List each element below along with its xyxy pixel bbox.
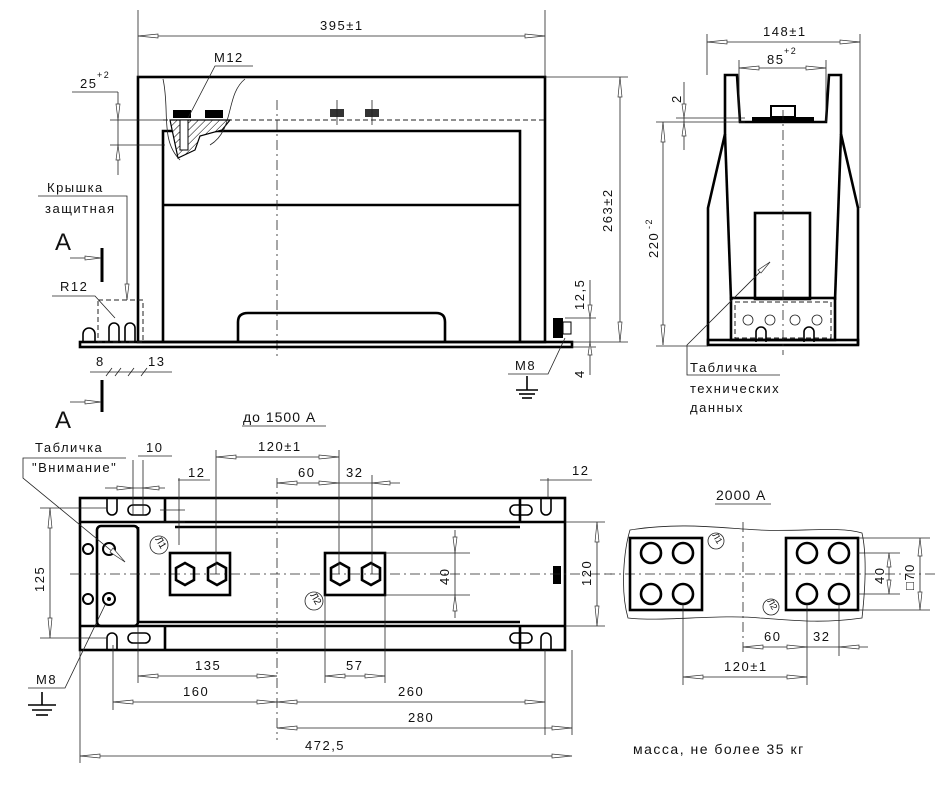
- ground-icon-plan: [28, 692, 56, 716]
- detail-2000a: 2000 А Л1 Л2 40 □70 60 32 1: [605, 487, 935, 685]
- dim-32: 32: [346, 465, 363, 480]
- cover-label-1: Крышка: [47, 180, 104, 195]
- dim-10: 10: [146, 440, 163, 455]
- inner-window: [161, 129, 522, 342]
- terminal-block-2000-l1: [628, 536, 704, 612]
- dim-220-tol: -2: [644, 218, 654, 229]
- tech-plate-label-2: технических: [690, 381, 780, 396]
- dim-2000-32: 32: [813, 629, 830, 644]
- side-view: 148±1 85 +2 2 220 -2 Табличка технически…: [644, 24, 861, 415]
- dim-40: 40: [437, 568, 452, 585]
- dim-12-right: 12: [572, 463, 589, 478]
- label-ground-m8: M8: [515, 358, 536, 373]
- bolt-m12: [162, 78, 379, 161]
- dim-4: 4: [572, 369, 587, 378]
- section-mark-a-bottom: A: [55, 407, 71, 434]
- dim-25-tol: +2: [97, 70, 110, 80]
- ground-terminal-plan: [553, 566, 561, 584]
- dim-12-5: 12,5: [572, 279, 587, 310]
- dim-height-263: 263±2: [600, 188, 615, 232]
- dim-width-148: 148±1: [763, 24, 807, 39]
- ground-terminal: [553, 318, 563, 338]
- section-mark-a-top: A: [55, 229, 71, 256]
- nameplate-box: [753, 211, 812, 301]
- dim-160: 160: [183, 684, 209, 699]
- ground-icon: [516, 376, 538, 399]
- dim-25: 25: [80, 76, 97, 91]
- slot-holes: [82, 322, 136, 342]
- label-ground-m8-plan: M8: [36, 672, 57, 687]
- dim-85: 85: [767, 52, 784, 67]
- dim-60: 60: [298, 465, 315, 480]
- dim-2000-60: 60: [764, 629, 781, 644]
- dim-12-left: 12: [188, 465, 205, 480]
- base-plate: [78, 340, 574, 349]
- tech-plate-label-1: Табличка: [690, 360, 758, 375]
- terminal-2000-l1-label: Л1: [710, 531, 724, 545]
- dim-2: 2: [669, 94, 684, 103]
- dim-280: 280: [408, 710, 434, 725]
- terminal-block-l2: [323, 551, 387, 597]
- label-r12: R12: [60, 279, 88, 294]
- bottom-bump: [236, 311, 447, 342]
- dim-13: 13: [148, 354, 165, 369]
- dim-125: 125: [32, 566, 47, 592]
- dim-2000-40: 40: [872, 567, 887, 584]
- terminal-l2-label: Л2: [307, 591, 323, 607]
- plan-view: до 1500 А: [22, 409, 612, 763]
- dim-85-tol: +2: [784, 46, 797, 56]
- front-view: 395±1 M12 25 +2 Крышка защитная A A R12 …: [38, 10, 628, 434]
- protective-cover-plan: [95, 524, 140, 628]
- dim-2000-120: 120±1: [724, 659, 768, 674]
- mounting-slots: [106, 498, 552, 650]
- label-m12: M12: [214, 50, 244, 65]
- dim-120-height: 120: [579, 560, 594, 586]
- protective-cover: [97, 299, 144, 343]
- terminal-block-l1: [168, 551, 232, 597]
- terminal-2000-l2-label: Л2: [765, 597, 779, 611]
- tech-plate-label-3: данных: [690, 400, 744, 415]
- plan-title-1500a: до 1500 А: [243, 409, 316, 425]
- detail-title-2000a: 2000 А: [716, 487, 766, 503]
- dim-57: 57: [346, 658, 363, 673]
- warning-plate-label-2: "Внимание": [32, 460, 117, 475]
- dim-width-395: 395±1: [320, 18, 364, 33]
- dim-260: 260: [398, 684, 424, 699]
- terminal-l1-label: Л1: [152, 535, 168, 551]
- dim-135: 135: [195, 658, 221, 673]
- dim-height-220: 220: [646, 232, 661, 258]
- dim-2000-square-70: □70: [902, 563, 917, 590]
- warning-plate-label-1: Табличка: [35, 440, 103, 455]
- mass-note: масса, не более 35 кг: [633, 741, 805, 757]
- dim-8: 8: [96, 354, 105, 369]
- dim-472-5: 472,5: [305, 738, 345, 753]
- cover-screws: [82, 542, 116, 606]
- dim-120-spacing: 120±1: [258, 439, 302, 454]
- cover-label-2: защитная: [45, 201, 116, 216]
